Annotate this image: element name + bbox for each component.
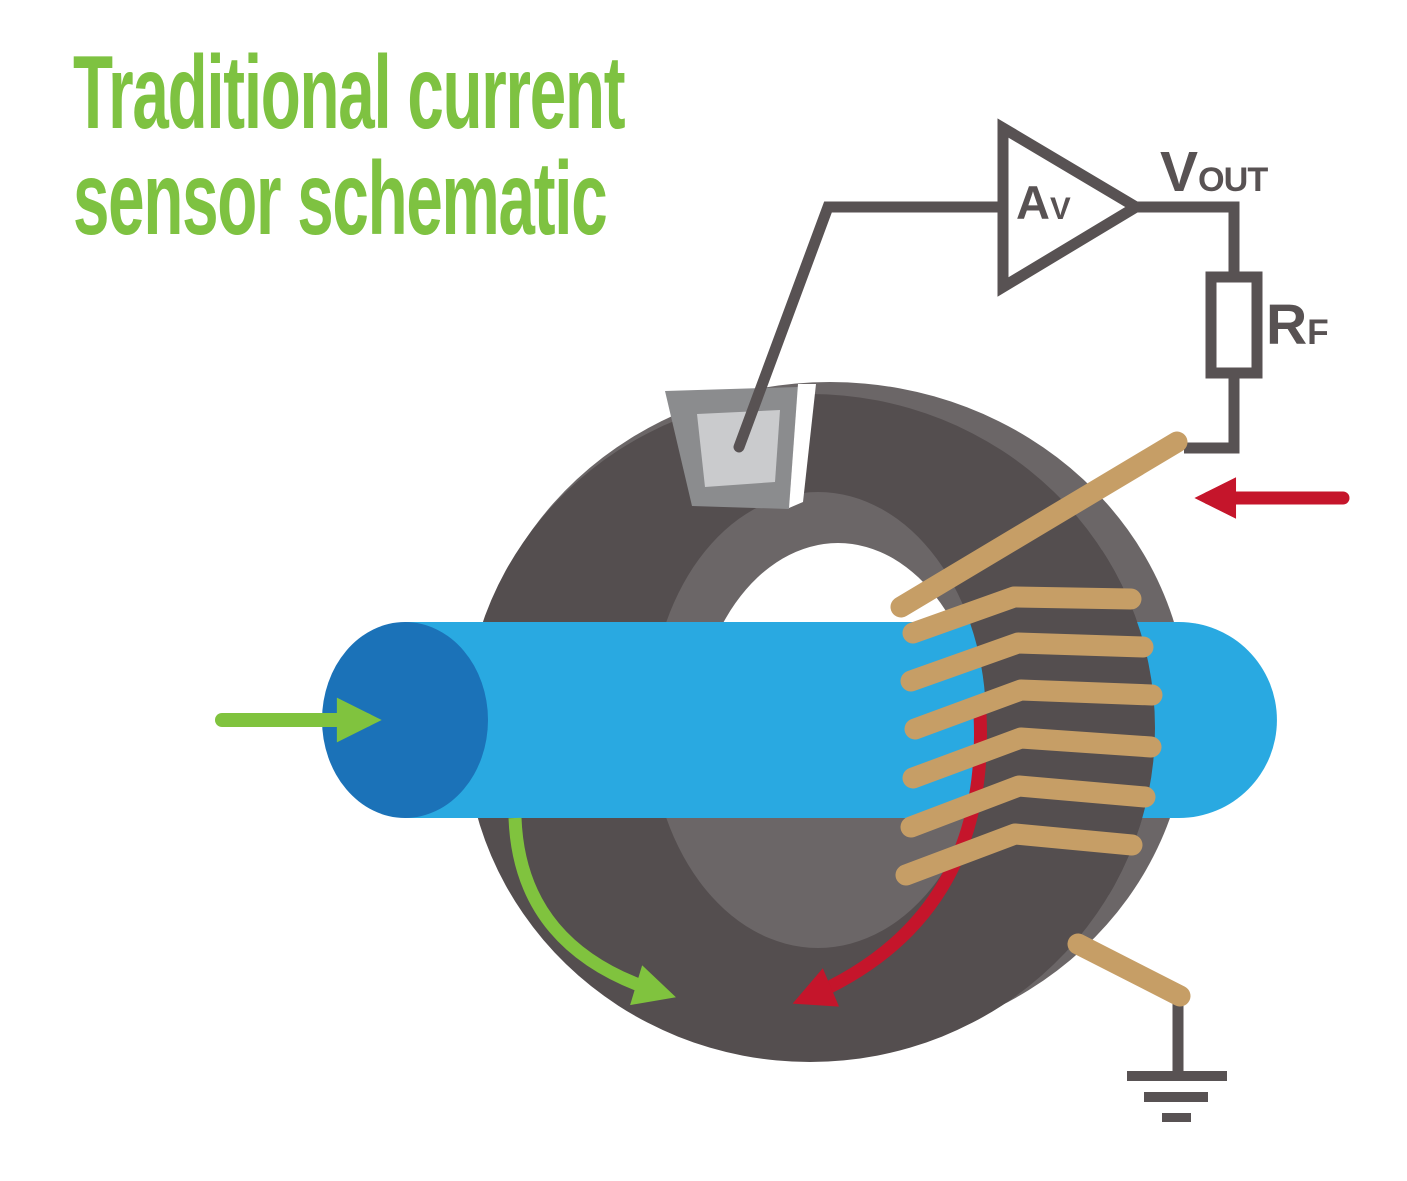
winding-turn [902,586,1142,644]
core-air-gap [789,384,816,508]
feedback-wire [1184,371,1240,454]
winding-turn [900,632,1154,692]
output-voltage-label: VOUT [1160,144,1268,201]
feedback-resistor-main: R [1266,293,1308,357]
amplifier-gain-main: A [1016,176,1050,229]
hall-sense-wire [733,201,1010,453]
page-title-line2: sensor schematic [73,141,608,257]
winding-turn [900,775,1156,838]
winding-turn [895,823,1143,886]
winding-top-lead [890,431,1188,618]
feedback-resistor-label: RF [1266,297,1329,354]
winding-turn [904,679,1163,740]
circuit-wiring [733,118,1263,1122]
feedback-resistor-sub: F [1307,313,1329,352]
output-voltage-sub: OUT [1198,161,1268,199]
amplifier-gain-sub: V [1049,191,1071,226]
ground-symbol [1127,1071,1227,1122]
winding-ground-lead [1067,933,1191,1007]
page-title: Traditional current sensor schematic [73,35,626,257]
primary-flux-arrow [508,817,676,1006]
output-voltage-main: V [1160,140,1199,204]
winding-turn [902,727,1162,789]
secondary-winding [890,431,1191,1007]
output-wire [1136,201,1240,279]
conductor-end-cap [322,622,488,818]
resistor-symbol [1205,271,1263,379]
amplifier-symbol [997,118,1147,297]
amplifier-gain-label: AV [1016,176,1071,229]
feedback-flux-arrow [792,713,988,1007]
page-title-line1: Traditional current [73,35,626,151]
